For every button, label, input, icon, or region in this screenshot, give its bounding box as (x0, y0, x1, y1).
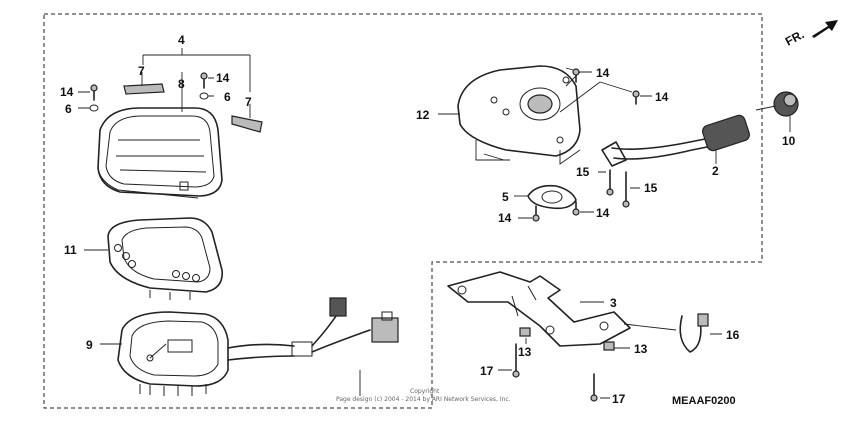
callout-7-right: 7 (245, 95, 252, 109)
trim-strip-left (123, 83, 165, 95)
front-direction-indicator: FR. (783, 20, 838, 49)
callout-9: 9 (86, 338, 93, 352)
callout-15-left: 15 (576, 165, 590, 179)
callout-14-gasket-left: 14 (498, 211, 512, 225)
front-direction-arrow-icon (812, 20, 838, 38)
callout-5: 5 (502, 190, 509, 204)
callout-17-right: 17 (612, 392, 626, 406)
wire-harness-connector (311, 297, 399, 353)
bolt-right (622, 171, 630, 208)
callout-14-center: 14 (216, 71, 230, 85)
callout-16: 16 (726, 328, 740, 342)
callout-4: 4 (178, 33, 185, 47)
screw-cover-top (572, 68, 580, 83)
copyright-line-1: Copyright (410, 388, 440, 395)
callout-14-cover-right: 14 (655, 90, 669, 104)
callout-15-right: 15 (644, 181, 658, 195)
screw-gasket-right (572, 201, 580, 216)
trim-strip-right (231, 115, 263, 133)
callout-14-cover-top: 14 (596, 66, 610, 80)
callout-14-gasket-right: 14 (596, 206, 610, 220)
copyright-line-2: Page design (c) 2004 - 2014 by ARI Netwo… (336, 396, 511, 403)
washer-left (89, 104, 99, 112)
callout-13-right: 13 (634, 342, 648, 356)
washer-right (199, 92, 209, 100)
callout-3: 3 (610, 296, 617, 310)
callout-labels: 4 7 8 14 6 14 6 7 11 9 12 14 14 15 15 5 … (60, 33, 796, 406)
gasket-plate-part (527, 184, 577, 210)
callout-2: 2 (712, 164, 719, 178)
bolt-left (606, 169, 614, 196)
screw-gasket-left (532, 205, 540, 222)
screw-left-top (90, 84, 98, 101)
callout-13-left: 13 (518, 345, 532, 359)
bolt-lower-left (512, 343, 520, 378)
screw-cover-right (632, 90, 640, 105)
callout-12: 12 (416, 108, 430, 122)
screw-right-top (200, 72, 208, 89)
bolt-lower-right (590, 373, 598, 402)
diagram-code: MEAAF0200 (672, 395, 736, 407)
meter-case-part (97, 107, 223, 199)
callout-6-center: 6 (224, 90, 231, 104)
end-cap-part (755, 91, 799, 117)
callout-8: 8 (178, 77, 185, 91)
boundary-dashed-frame (43, 13, 763, 409)
meter-assembly-part (117, 311, 313, 396)
meter-panel-part (107, 217, 223, 300)
handlebar-cable-part (601, 114, 750, 167)
wire-band-part (679, 313, 709, 353)
callout-7-left: 7 (138, 64, 145, 78)
callout-17-left: 17 (480, 364, 494, 378)
meter-bracket-part (447, 271, 631, 347)
callout-11: 11 (64, 243, 77, 257)
nut-right (603, 341, 615, 351)
callout-10: 10 (782, 134, 796, 148)
callout-14-left: 14 (60, 85, 74, 99)
meter-cover-part (457, 65, 581, 157)
callout-6-left: 6 (65, 102, 72, 116)
front-direction-label: FR. (783, 27, 807, 48)
nut-left (519, 327, 531, 337)
